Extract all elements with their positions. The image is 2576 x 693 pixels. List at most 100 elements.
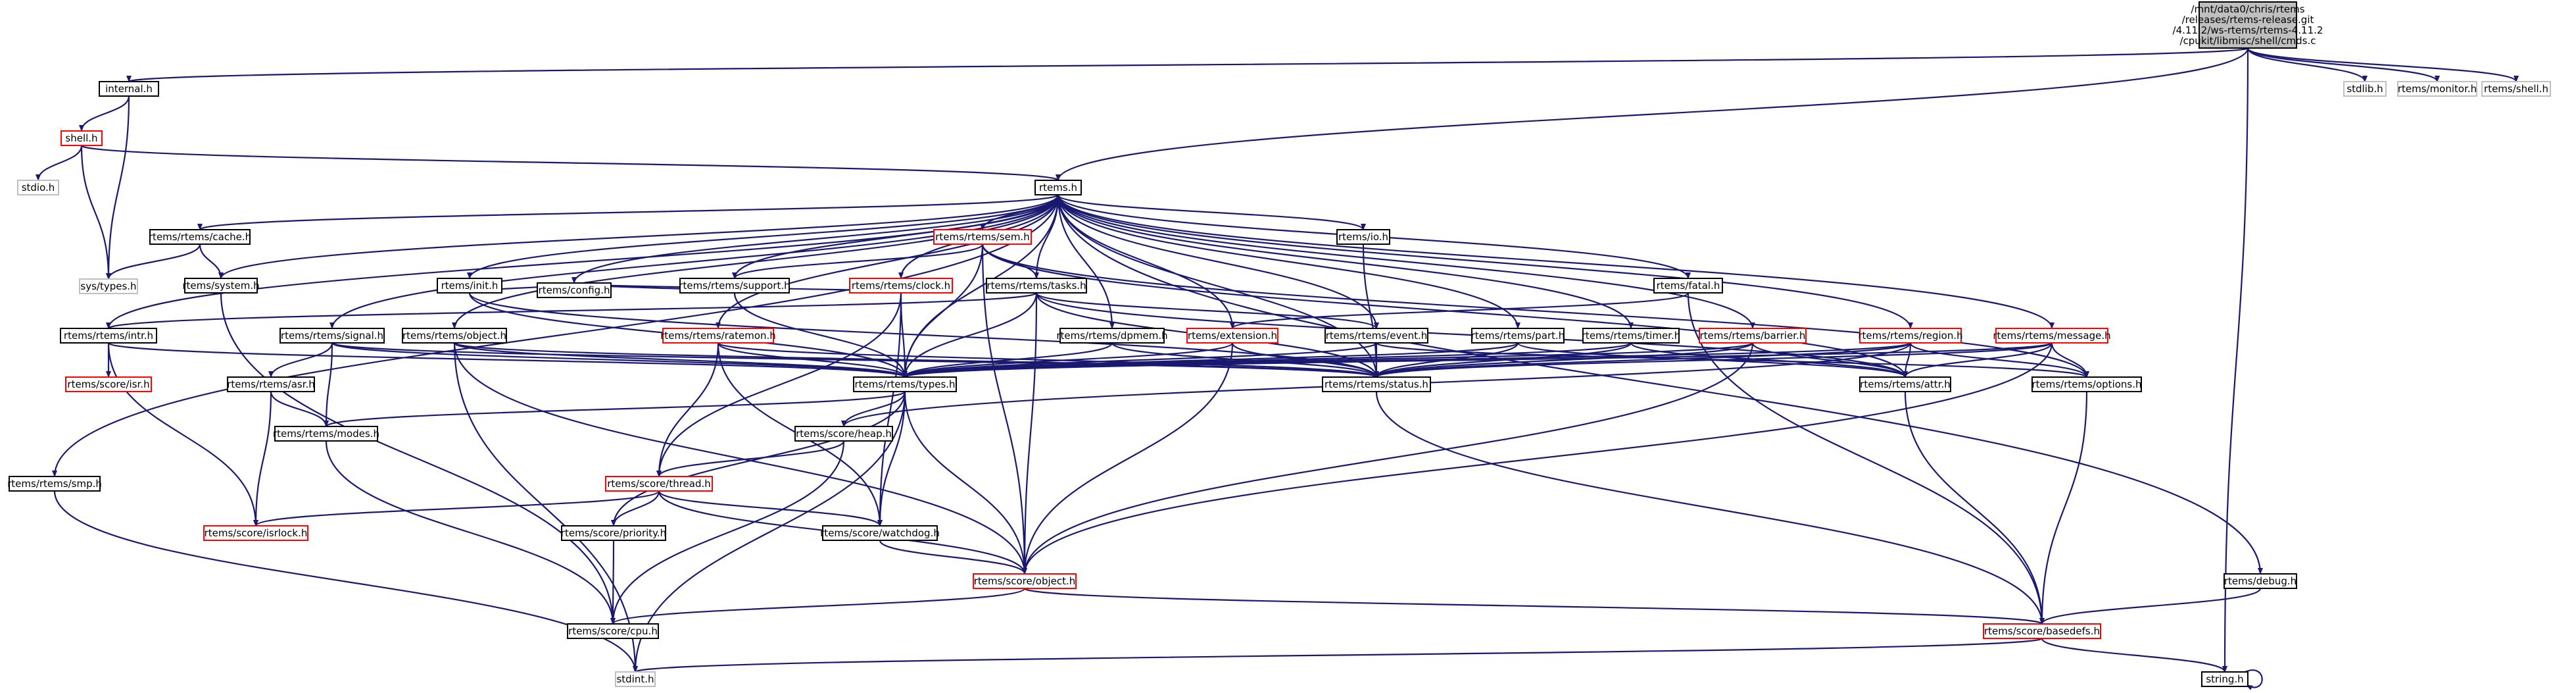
edge-barrier-to-scoreobject: [1022, 342, 1754, 575]
edge-internal-to-systypes: [106, 95, 130, 280]
edge-tasks-to-scoreobject: [1022, 292, 1038, 575]
edge-rtems-to-init: [467, 194, 1059, 279]
node-object[interactable]: rtems/rtems/object.h: [402, 328, 507, 344]
node-shell[interactable]: shell.h: [61, 130, 103, 146]
node-types[interactable]: rtems/rtems/types.h: [853, 376, 957, 392]
node-message[interactable]: rtems/rtems/message.h: [1993, 328, 2111, 344]
node-heap[interactable]: rtems/score/heap.h: [794, 426, 893, 442]
node-cache[interactable]: rtems/rtems/cache.h: [149, 229, 251, 245]
edge-shell-to-systypes: [80, 145, 111, 280]
node-modes[interactable]: rtems/rtems/modes.h: [273, 426, 379, 442]
node-box-system: [184, 278, 258, 294]
edge-rtems-to-message: [1057, 194, 2054, 329]
edge-options-to-basedefs: [2039, 391, 2088, 625]
node-support[interactable]: rtems/rtems/support.h: [679, 278, 790, 294]
edge-signal-to-types: [331, 342, 908, 378]
edge-ratemon-to-status: [717, 342, 1379, 378]
node-label-io: rtems/io.h: [1338, 231, 1388, 243]
node-system[interactable]: rtems/system.h: [182, 278, 260, 294]
node-box-modes: [274, 426, 378, 442]
node-options[interactable]: rtems/rtems/options.h: [2031, 376, 2142, 392]
edge-watchdog-to-scoreobject: [879, 540, 1027, 575]
node-isr[interactable]: rtems/score/isr.h: [65, 376, 152, 392]
node-stdlib[interactable]: stdlib.h: [2343, 81, 2387, 97]
node-signal[interactable]: rtems/rtems/signal.h: [279, 328, 385, 344]
node-isrlock[interactable]: rtems/score/isrlock.h: [203, 525, 308, 541]
node-dpmem[interactable]: rtems/rtems/dpmem.h: [1056, 328, 1168, 344]
node-label-stdlib: stdlib.h: [2346, 83, 2383, 95]
node-scoreobject[interactable]: rtems/score/object.h: [973, 573, 1077, 589]
node-io[interactable]: rtems/io.h: [1336, 229, 1390, 245]
node-box-rtems: [1034, 180, 1082, 195]
node-rtems[interactable]: rtems.h: [1034, 180, 1082, 195]
node-box-systypes: [79, 278, 138, 294]
node-box-isrlock: [203, 525, 308, 541]
node-attr[interactable]: rtems/rtems/attr.h: [1859, 376, 1951, 392]
node-internal[interactable]: internal.h: [99, 81, 159, 97]
node-box-dpmem: [1059, 328, 1165, 344]
node-region[interactable]: rtems/rtems/region.h: [1858, 328, 1963, 344]
node-box-monitor: [2397, 81, 2477, 97]
node-label-priority: rtems/score/priority.h: [561, 527, 666, 539]
node-part[interactable]: rtems/rtems/part.h: [1471, 328, 1565, 344]
node-systypes[interactable]: sys/types.h: [79, 278, 138, 294]
node-shellh[interactable]: rtems/shell.h: [2481, 81, 2551, 97]
edge-cmds-to-internal: [127, 47, 2249, 83]
node-label-clock: rtems/rtems/clock.h: [852, 280, 950, 292]
node-ratemon[interactable]: rtems/rtems/ratemon.h: [660, 328, 776, 344]
edge-thread-to-isrlock: [253, 490, 660, 527]
node-smp[interactable]: rtems/rtems/smp.h: [7, 476, 102, 492]
node-barrier[interactable]: rtems/rtems/barrier.h: [1699, 328, 1807, 344]
node-intr[interactable]: rtems/rtems/intr.h: [60, 328, 157, 344]
node-box-types: [853, 376, 957, 392]
edge-fatal-to-extension: [1230, 292, 1689, 330]
edge-cmds-to-shellh: [2247, 47, 2519, 82]
node-box-part: [1471, 328, 1565, 344]
node-label-asr: rtems/rtems/asr.h: [227, 378, 315, 390]
edge-object-to-types: [453, 342, 908, 378]
node-timer[interactable]: rtems/rtems/timer.h: [1582, 328, 1680, 344]
node-label-init: rtems/init.h: [441, 280, 498, 292]
edge-cmds-to-rtems: [1056, 47, 2249, 181]
node-priority[interactable]: rtems/score/priority.h: [561, 525, 666, 541]
node-thread[interactable]: rtems/score/thread.h: [605, 476, 713, 492]
node-monitor[interactable]: rtems/monitor.h: [2397, 81, 2477, 97]
node-asr[interactable]: rtems/rtems/asr.h: [227, 376, 315, 392]
edge-types-to-modes: [324, 390, 906, 428]
node-tasks[interactable]: rtems/rtems/tasks.h: [986, 278, 1087, 294]
node-clock[interactable]: rtems/rtems/clock.h: [849, 278, 953, 294]
node-box-region: [1859, 328, 1962, 344]
node-string[interactable]: string.h: [2201, 671, 2248, 687]
edge-object-to-status: [453, 342, 1379, 378]
edge-basedefs-to-stdint: [633, 637, 2043, 673]
edge-object-to-stdint: [453, 342, 638, 673]
node-init[interactable]: rtems/init.h: [437, 278, 502, 294]
node-box-watchdog: [822, 525, 938, 541]
node-config[interactable]: rtems/config.h: [537, 282, 612, 298]
node-fatal[interactable]: rtems/fatal.h: [1653, 278, 1723, 294]
edge-rtems-to-cache: [197, 193, 1059, 231]
node-extension[interactable]: rtems/extension.h: [1186, 328, 1278, 344]
node-basedefs[interactable]: rtems/score/basedefs.h: [1983, 623, 2101, 639]
node-sem[interactable]: rtems/rtems/sem.h: [933, 229, 1032, 245]
edge-types-to-scoreobject: [904, 391, 1027, 575]
node-label-part: rtems/rtems/part.h: [1471, 330, 1565, 342]
node-stdio[interactable]: stdio.h: [17, 180, 59, 195]
node-label-attr: rtems/rtems/attr.h: [1860, 378, 1951, 390]
node-label-string: string.h: [2206, 673, 2243, 685]
node-label-tasks: rtems/rtems/tasks.h: [986, 280, 1086, 292]
edge-types-to-stdint: [633, 391, 906, 673]
node-label-cpu: rtems/score/cpu.h: [568, 625, 658, 637]
node-debug[interactable]: rtems/debug.h: [2224, 573, 2297, 589]
node-stdint[interactable]: stdint.h: [615, 671, 656, 687]
edge-signal-to-asr: [268, 342, 333, 378]
edge-scoreobject-to-cpu: [610, 587, 1026, 625]
node-box-status: [1322, 376, 1431, 392]
node-watchdog[interactable]: rtems/score/watchdog.h: [820, 525, 940, 541]
node-box-options: [2031, 376, 2142, 392]
node-status[interactable]: rtems/rtems/status.h: [1322, 376, 1431, 392]
node-box-object: [402, 328, 507, 344]
node-label-monitor: rtems/monitor.h: [2398, 83, 2477, 95]
node-event[interactable]: rtems/rtems/event.h: [1324, 328, 1428, 344]
node-cpu[interactable]: rtems/score/cpu.h: [567, 623, 659, 639]
